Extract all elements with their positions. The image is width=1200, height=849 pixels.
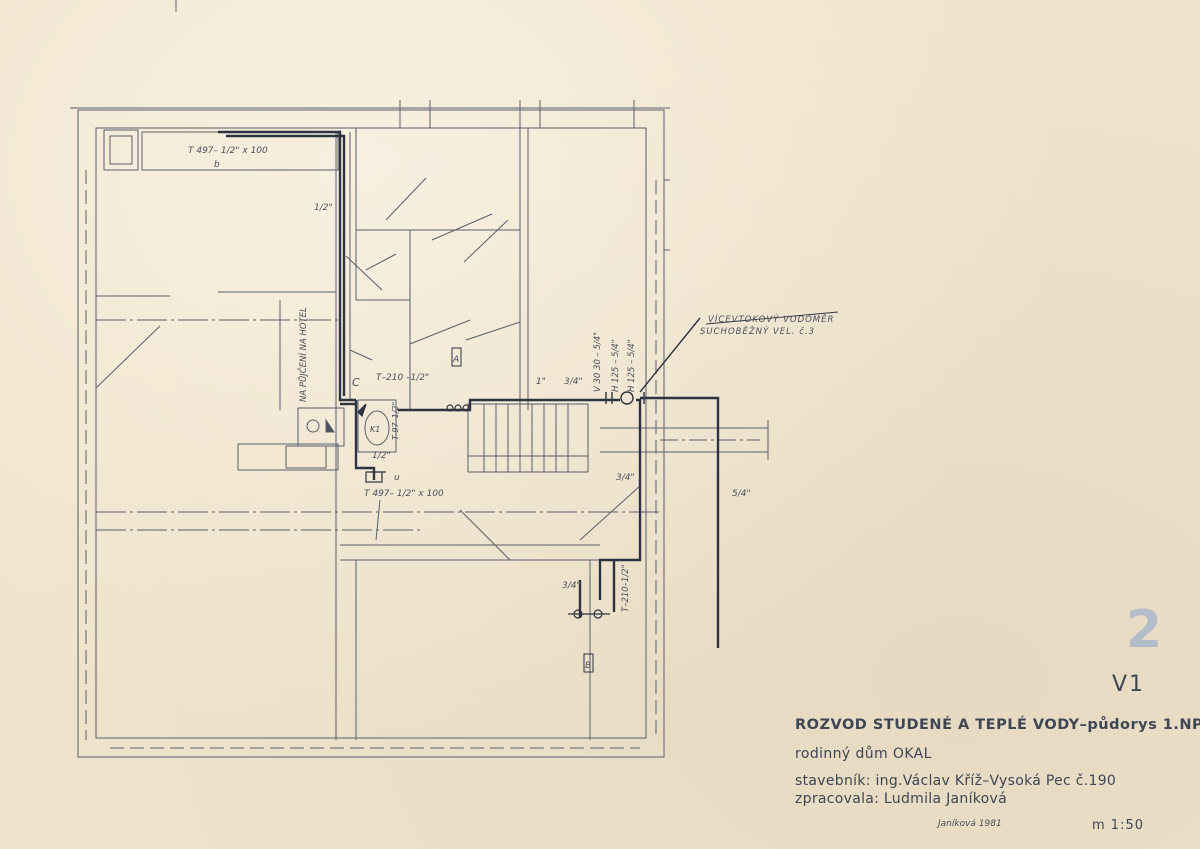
- signature: Janíková 1981: [936, 819, 1002, 829]
- water-meter: [605, 311, 839, 405]
- staircase: [467, 403, 589, 473]
- t210-upper-label: T–210 –1/2": [376, 373, 429, 383]
- three-quarter-2: 3/4": [616, 473, 635, 483]
- to-hotel-label: NA PŮJČENÍ NA HOTEL: [297, 307, 309, 402]
- half-inch-label-2: 1/2": [372, 451, 391, 461]
- v3030-label: V 30 30 – 5/4": [593, 332, 603, 392]
- h125-label-a: H 125 – 5/4": [611, 339, 621, 392]
- bathroom-block: [297, 407, 345, 447]
- section-markers: [451, 347, 594, 673]
- scale-label: m 1:50: [1092, 818, 1144, 833]
- outer-wall: [77, 109, 665, 758]
- stair-treads: [483, 404, 569, 472]
- house-name: rodinný dům OKAL: [795, 746, 932, 762]
- meter-label-1: VÍCEVTOKOVÝ VODOMĚR: [708, 313, 834, 325]
- inch-label: 1": [536, 377, 546, 387]
- pipe-label-top-b: b: [214, 160, 220, 170]
- meter-label-2: SUCHOBĚŽNÝ VEL. č.3: [700, 325, 815, 337]
- drawing-title: ROZVOD STUDENÉ A TEPLÉ VODY–půdorys 1.NP: [795, 717, 1200, 733]
- three-quarter-3: 3/4": [562, 581, 581, 591]
- investor-line: stavebník: ing.Václav Kříž–Vysoká Pec č.…: [795, 773, 1117, 789]
- pipe-label-top: T 497– 1/2" x 100: [188, 146, 268, 156]
- half-inch-label: 1/2": [314, 203, 333, 213]
- three-quarter-1: 3/4": [564, 377, 583, 387]
- sheet-number: 2: [1126, 600, 1163, 660]
- chimney: [103, 129, 139, 171]
- water-piping: [218, 130, 720, 648]
- section-a-label: A: [452, 355, 459, 365]
- marker-c: C: [352, 376, 360, 389]
- author-line: zpracovala: Ludmila Janíková: [795, 791, 1008, 807]
- marker-u: u: [394, 473, 400, 483]
- inner-wall-line: [95, 127, 647, 739]
- section-b-label: B: [585, 661, 591, 671]
- t210-lower-label: T–210–1/2": [621, 564, 631, 612]
- h125-label-b: H 125 – 5/4": [627, 339, 637, 392]
- pipe-label-bottom: T 497– 1/2" x 100: [364, 489, 444, 499]
- five-quarter-label: 5/4": [732, 489, 751, 499]
- sheet-code: V1: [1112, 672, 1146, 697]
- t97-label: T 97–1/2": [391, 402, 400, 440]
- kk-label: K1: [370, 425, 380, 434]
- valves: [357, 403, 610, 619]
